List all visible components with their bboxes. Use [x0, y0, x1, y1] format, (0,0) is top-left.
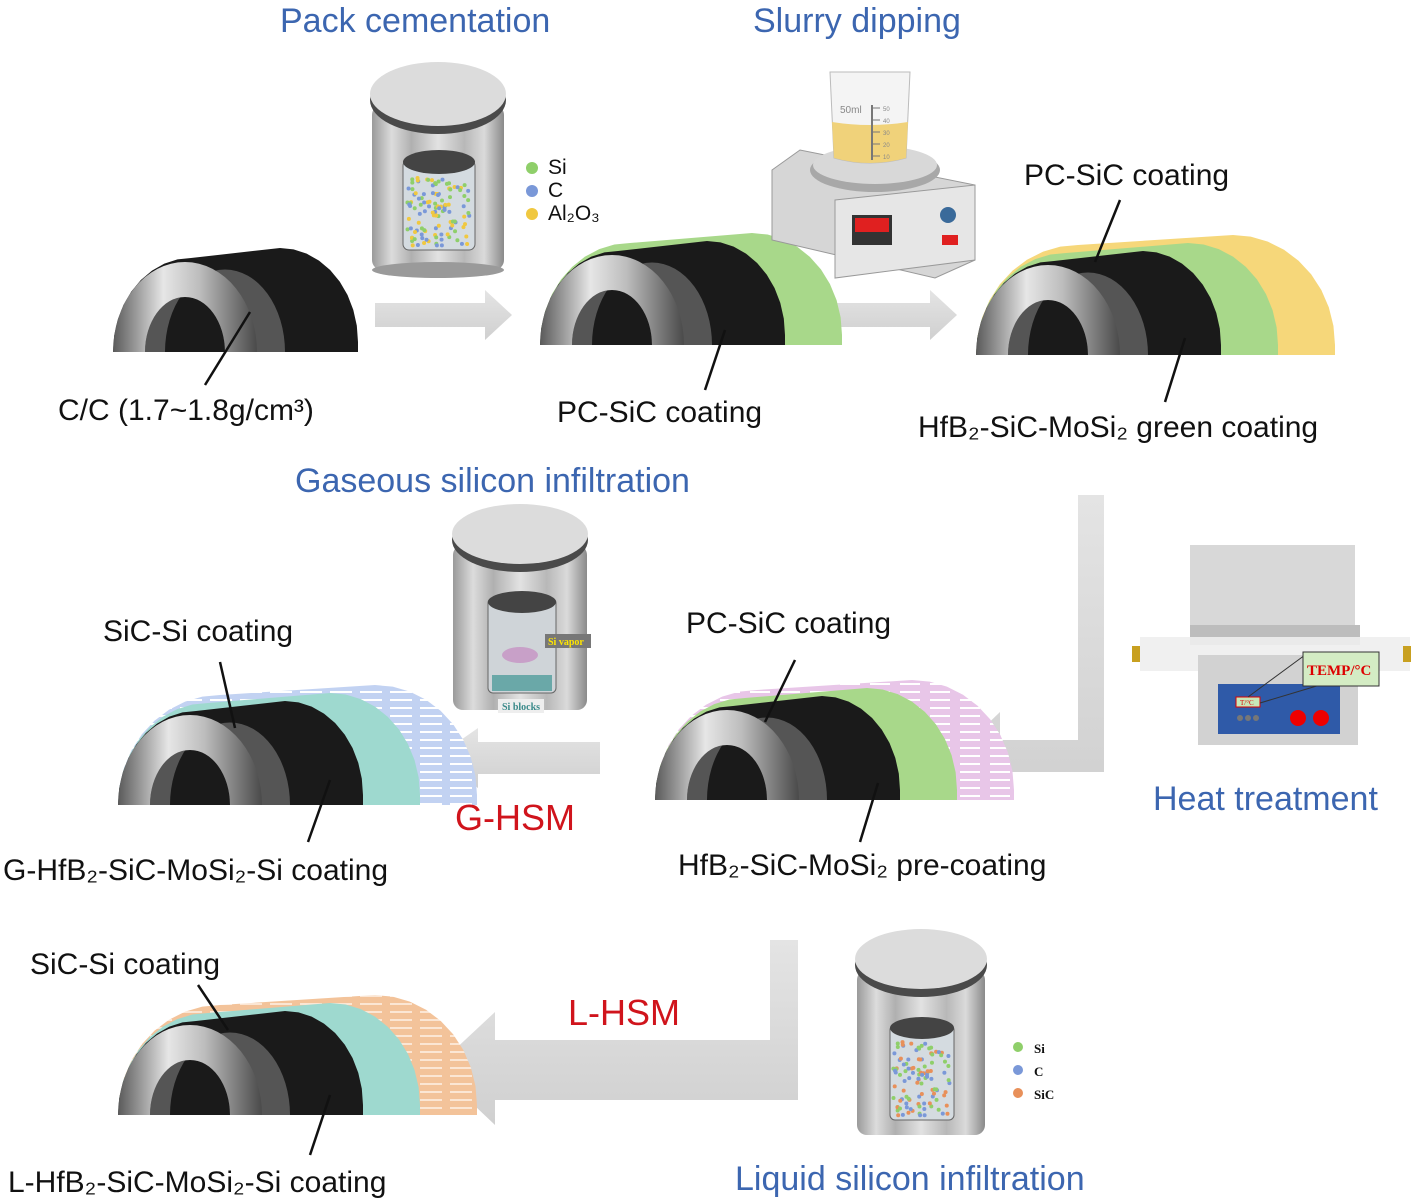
- slurry-stirrer: 50ml 50 40 30 20 10: [771, 71, 976, 279]
- route-l-hsm: L-HSM: [568, 992, 680, 1033]
- pack-cementation-crucible: [370, 62, 506, 278]
- label-sicsi-2: SiC-Si coating: [30, 948, 220, 981]
- carbon-front-face: [655, 710, 799, 800]
- label-sicsi-1: SiC-Si coating: [103, 615, 293, 648]
- pointer-lines: [196, 199, 1187, 1156]
- beaker-volume-label: 50ml: [840, 105, 862, 116]
- tube-furnace: T/°C TEMP/°C: [1132, 545, 1411, 745]
- label-green-coating: HfB₂-SiC-MoSi₂ green coating: [918, 411, 1318, 444]
- legend-swatch: [1013, 1065, 1023, 1075]
- label-pcsic-3: PC-SiC coating: [686, 607, 891, 640]
- arrow-liquid: [435, 940, 798, 1125]
- carbon-front-face: [113, 262, 257, 352]
- legend-swatch: [526, 185, 538, 197]
- route-g-hsm: G-HSM: [455, 797, 575, 838]
- temp-big-label: TEMP/°C: [1307, 663, 1371, 679]
- carbon-front-face: [976, 265, 1120, 355]
- label-cc: C/C (1.7~1.8g/cm³): [58, 394, 314, 427]
- beaker-tick-label: 50: [883, 107, 890, 113]
- legend-label: SiC: [1034, 1087, 1054, 1102]
- beaker-tick-label: 30: [883, 131, 890, 137]
- carbon-front-face: [118, 1025, 262, 1115]
- legend-label: Si: [1034, 1041, 1045, 1056]
- label-g-coating: G-HfB₂-SiC-MoSi₂-Si coating: [3, 854, 388, 887]
- label-l-coating: L-HfB₂-SiC-MoSi₂-Si coating: [8, 1166, 386, 1199]
- legend-label: Al₂O₃: [548, 202, 600, 225]
- arch-g-coating: [118, 685, 477, 805]
- arch-cc: [113, 248, 358, 352]
- label-pcsic-2: PC-SiC coating: [1024, 159, 1229, 192]
- si-vapor-label: Si vapor: [548, 637, 584, 648]
- legend-swatch: [526, 162, 538, 174]
- step-slurry-dipping: Slurry dipping: [753, 2, 961, 40]
- liquid-infiltration-crucible: [855, 929, 987, 1135]
- label-pre-coating: HfB₂-SiC-MoSi₂ pre-coating: [678, 849, 1046, 882]
- legend-swatch: [1013, 1042, 1023, 1052]
- arch-pcsic: [540, 233, 842, 345]
- step-heat-treatment: Heat treatment: [1153, 780, 1378, 818]
- temp-small-label: T/°C: [1240, 699, 1254, 707]
- step-gaseous-infiltration: Gaseous silicon infiltration: [295, 462, 690, 500]
- arrow-pcsic-to-green: [815, 290, 957, 340]
- arch-pre-coating: [655, 680, 1014, 800]
- step-pack-cementation: Pack cementation: [280, 2, 550, 40]
- legend-swatch: [1013, 1088, 1023, 1098]
- label-pcsic-1: PC-SiC coating: [557, 396, 762, 429]
- arrow-pack-to-pcsic: [375, 290, 512, 340]
- legend-label: C: [1034, 1064, 1043, 1079]
- beaker-tick-label: 40: [883, 119, 890, 125]
- beaker-tick-label: 20: [883, 143, 890, 149]
- arch-l-coating: [118, 995, 477, 1115]
- beaker-tick-label: 10: [883, 155, 890, 161]
- carbon-front-face: [540, 255, 684, 345]
- step-liquid-infiltration: Liquid silicon infiltration: [735, 1160, 1085, 1198]
- legend-label: Si: [548, 156, 567, 179]
- gaseous-infiltration-crucible: Si vapor Si blocks: [452, 504, 591, 713]
- arrow-gaseous: [435, 728, 600, 788]
- carbon-front-face: [118, 715, 262, 805]
- legend-label: C: [548, 179, 563, 202]
- si-blocks-label: Si blocks: [502, 702, 540, 713]
- arch-green-coating: [976, 235, 1335, 355]
- legend-swatch: [526, 208, 538, 220]
